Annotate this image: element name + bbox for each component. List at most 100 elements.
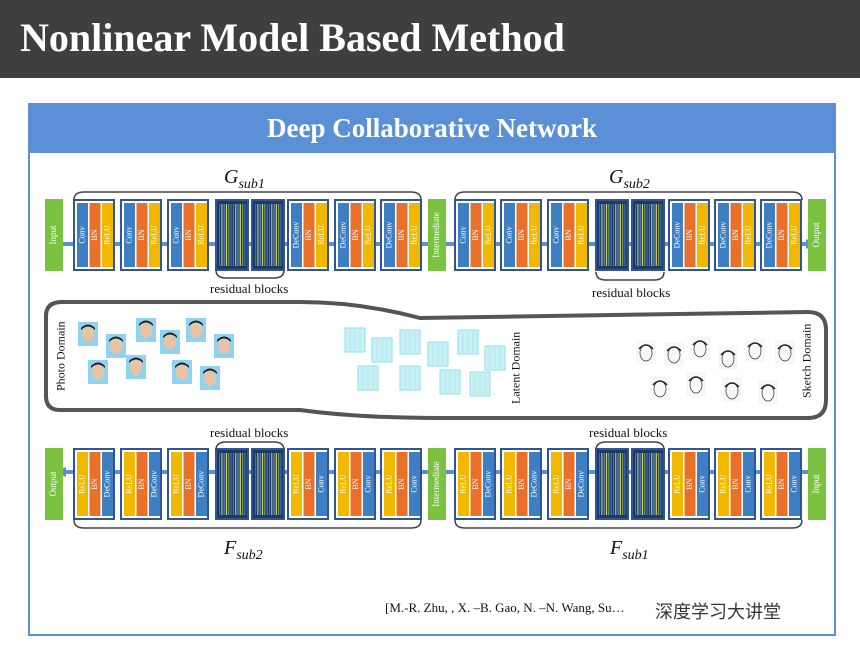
residual-label-top-right: residual blocks: [592, 285, 671, 300]
bottom-f1-stage1-deconv-label: DeConv: [483, 471, 492, 498]
top-g1-stage3-conv-label: Conv: [171, 226, 180, 243]
photo-face: [140, 322, 152, 338]
bottom-f2-stage5-bn-bar: [350, 452, 362, 516]
sketch-thumbnail: [690, 336, 710, 360]
top-g1-residual1-stripe: [232, 204, 234, 266]
top-g1-stage3-bn-label: BN: [184, 229, 193, 240]
g-sub2-label: Gsub2: [609, 166, 650, 192]
panel-header: Deep Collaborative Network: [30, 105, 834, 153]
sketch-hair: [760, 384, 776, 390]
top-g2-stage6-relu-label: ReLU: [789, 225, 798, 245]
sketch-thumbnail: [745, 338, 765, 362]
bottom-f2-stage3-deconv-bar: [196, 452, 207, 516]
top-g2-stage4-relu-bar: [697, 203, 708, 267]
bottom-input-box-text: Input: [811, 474, 821, 493]
bottom-f2-residual2-stripe: [266, 453, 268, 515]
top-g2-stage6-bn-label: BN: [777, 229, 786, 240]
photo-face: [92, 364, 104, 380]
bottom-f1-residual1-stripe: [612, 453, 614, 515]
bottom-f1-stage3-bn-bar: [563, 452, 575, 516]
bottom-f2-stage2-relu-bar: [124, 452, 135, 516]
photo-hair: [175, 362, 189, 368]
bottom-f1-residual2-stripe: [639, 453, 641, 515]
bottom-f1-stage1-bn-label: BN: [471, 478, 480, 489]
top-g1-stage5-deconv-label: DeConv: [338, 222, 347, 249]
residual-label-top-left: residual blocks: [210, 281, 289, 296]
bottom-f1-stage2-bn-label: BN: [517, 478, 526, 489]
top-g2-residual2-stripe: [660, 204, 662, 266]
bottom-f2-residual2-stripe: [261, 453, 264, 515]
bottom-f2-residual1-stripe: [232, 453, 234, 515]
top-g2-stage1-relu-label: ReLU: [483, 225, 492, 245]
bottom-f2-stage2-bn-bar: [136, 452, 148, 516]
citation: [M.-R. Zhu, , X. –B. Gao, N. –N. Wang, S…: [385, 600, 625, 615]
photo-face: [190, 322, 202, 338]
top-g2-bracket: [454, 191, 803, 201]
photo-face: [82, 326, 94, 342]
bottom-f1-residual1-stripe: [601, 453, 603, 515]
top-g1-residual1-stripe: [237, 204, 239, 266]
top-g1-residual2-stripe: [259, 204, 261, 266]
photo-hair: [217, 336, 231, 342]
bottom-f2-stage3-bn-label: BN: [184, 478, 193, 489]
top-g1-stage1-relu-label: ReLU: [102, 225, 111, 245]
photo-face: [204, 370, 216, 386]
top-g1-residual1-stripe: [221, 204, 223, 266]
bottom-f2-stage1-relu-bar: [77, 452, 88, 516]
bottom-f2-stage6-relu-label: ReLU: [384, 474, 393, 494]
bottom-f1-stage6-conv-bar: [789, 452, 800, 516]
top-g2-stage1-relu-bar: [483, 203, 494, 267]
top-g1-stage4-deconv-bar: [291, 203, 302, 267]
top-g1-residual1-stripe: [239, 204, 241, 266]
sketch-thumbnail: [686, 372, 706, 396]
top-g1-residual-bracket: [215, 269, 285, 279]
bottom-f1-residual1-stripe: [624, 453, 626, 515]
photo-face: [218, 338, 230, 354]
bottom-f2-stage2-relu-label: ReLU: [124, 474, 133, 494]
bottom-f2-stage6-bn-label: BN: [397, 478, 406, 489]
top-g1-residual1-stripe: [242, 204, 244, 266]
top-g1-stage5-bn-label: BN: [351, 229, 360, 240]
watermark: 深度学习大讲堂: [655, 602, 781, 623]
top-g2-stage5-deconv-label: DeConv: [718, 222, 727, 249]
bottom-f1-residual1-stripe: [619, 453, 621, 515]
bottom-f1-stage3-deconv-bar: [576, 452, 587, 516]
bottom-f2-stage6-relu-bar: [384, 452, 395, 516]
bottom-f2-residual2-stripe: [264, 453, 266, 515]
slide-title: Nonlinear Model Based Method: [20, 15, 565, 60]
sketch-thumbnail: [722, 378, 742, 402]
bottom-f1-stage5-relu-bar: [718, 452, 729, 516]
top-g1-stage3-bn-bar: [183, 203, 195, 267]
sketch-hair: [720, 350, 736, 356]
bottom-f1-residual2-stripe: [655, 453, 657, 515]
top-g2-residual2-stripe: [635, 204, 637, 266]
top-g1-stage2-conv-label: Conv: [124, 226, 133, 243]
bottom-f2-stage1-deconv-label: DeConv: [102, 471, 111, 498]
top-g1-stage5-relu-bar: [363, 203, 374, 267]
bottom-f1-residual2-stripe: [641, 453, 644, 515]
top-g1-residual2-stripe: [273, 204, 275, 266]
top-g2-residual2-stripe: [653, 204, 655, 266]
top-g2-stage5-bn-label: BN: [731, 229, 740, 240]
bottom-f2-residual2-stripe: [280, 453, 282, 515]
bottom-f1-residual1-stripe: [610, 453, 612, 515]
photo-hair: [189, 320, 203, 326]
sketch-thumbnail: [758, 380, 778, 404]
bottom-input-box: [808, 448, 826, 520]
photo-hair: [81, 324, 95, 330]
sketch-hair: [692, 340, 708, 346]
top-g2-residual2-stripe: [639, 204, 641, 266]
bottom-f2-stage5-relu-label: ReLU: [338, 474, 347, 494]
top-g1-stage3-relu-label: ReLU: [196, 225, 205, 245]
photo-hair: [203, 368, 217, 374]
top-g2-stage2-relu-bar: [529, 203, 540, 267]
bottom-output-box-text: Output: [48, 471, 58, 497]
sketch-hair: [666, 346, 682, 352]
bottom-f1-stage5-bn-bar: [730, 452, 742, 516]
top-g2-stage2-conv-bar: [504, 203, 515, 267]
bottom-f1-stage5-relu-label: ReLU: [718, 474, 727, 494]
bottom-f2-stage3-relu-bar: [171, 452, 182, 516]
photo-hair: [129, 357, 143, 363]
top-g2-stage2-relu-label: ReLU: [529, 225, 538, 245]
top-g2-stage2-bn-label: BN: [517, 229, 526, 240]
